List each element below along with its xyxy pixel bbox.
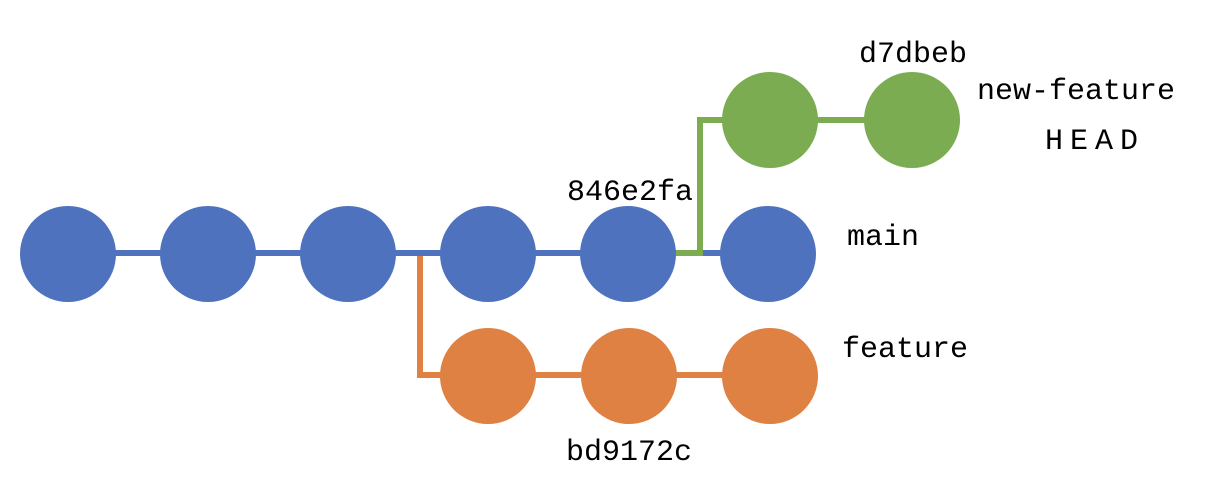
- commit-node-feature-2-bd9172c: [581, 328, 677, 424]
- commit-node-feature-3: [722, 328, 818, 424]
- commit-node-main-3: [300, 206, 396, 302]
- commit-node-new-feature-2-d7dbeb: [864, 72, 960, 168]
- commit-node-main-2: [160, 206, 256, 302]
- commit-node-main-5-846e2fa: [580, 206, 676, 302]
- branch-label-feature: feature: [842, 333, 969, 367]
- commit-hash-label-bd9172c: bd9172c: [565, 436, 693, 470]
- commit-node-feature-1: [440, 328, 536, 424]
- commit-node-main-6: [720, 206, 816, 302]
- commit-node-main-1: [20, 206, 116, 302]
- head-ref-label: HEAD: [1045, 125, 1146, 159]
- commit-hash-label-d7dbeb: d7dbeb: [858, 38, 968, 72]
- commit-node-main-4: [440, 206, 536, 302]
- branch-label-main: main: [847, 221, 920, 255]
- branch-label-new-feature: new-feature: [977, 75, 1176, 109]
- commit-node-new-feature-1: [722, 72, 818, 168]
- commit-hash-label-846e2fa: 846e2fa: [566, 176, 694, 210]
